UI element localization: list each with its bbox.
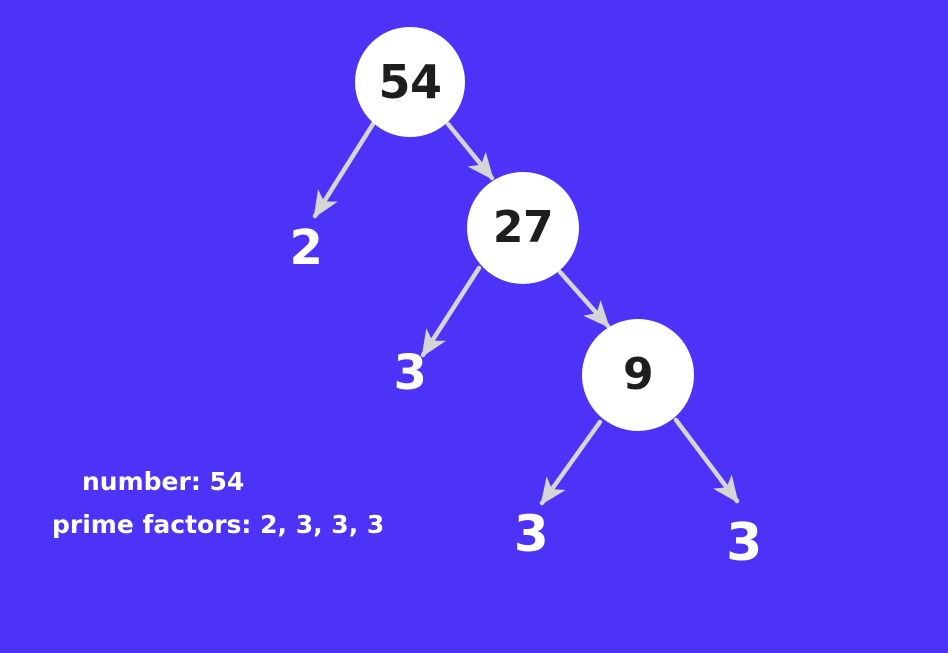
node-27-label: 27 bbox=[492, 202, 554, 253]
edge-n9-to-l3c bbox=[673, 417, 740, 504]
leaf-3-third[interactable]: 3 bbox=[726, 513, 762, 574]
number-line: number: 54 bbox=[82, 467, 245, 496]
leaf-3-second[interactable]: 3 bbox=[513, 504, 549, 563]
info-block: number: 54 prime factors: 2, 3, 3, 3 bbox=[52, 460, 384, 546]
node-54[interactable]: 54 bbox=[355, 27, 465, 137]
node-27[interactable]: 27 bbox=[467, 172, 579, 284]
edge-n27-to-l3a bbox=[420, 265, 482, 358]
edge-n54-to-n27 bbox=[445, 121, 495, 181]
leaf-3-first[interactable]: 3 bbox=[393, 344, 427, 401]
prime-factors-line: prime factors: 2, 3, 3, 3 bbox=[52, 510, 385, 539]
edge-n27-to-n9 bbox=[557, 269, 611, 329]
node-9[interactable]: 9 bbox=[582, 319, 694, 431]
leaf-2[interactable]: 2 bbox=[289, 219, 323, 276]
node-54-label: 54 bbox=[378, 55, 442, 109]
edge-n9-to-l3b bbox=[539, 419, 603, 506]
node-9-label: 9 bbox=[622, 349, 654, 400]
edge-n54-to-l2 bbox=[312, 121, 376, 219]
